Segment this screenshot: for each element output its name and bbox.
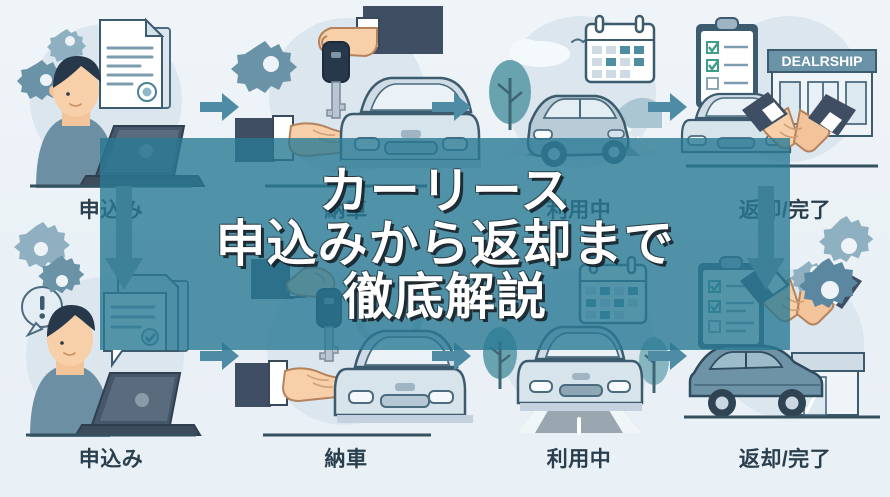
clipboard-dealership-handshake-icon: DEALRSHIP: [680, 6, 890, 188]
step-label: 申込み: [78, 448, 144, 471]
dealership-sign-text: DEALRSHIP: [782, 53, 863, 69]
arrow-right-icon: [648, 92, 688, 122]
step-label: 納車: [324, 448, 368, 471]
arrow-down-icon: [104, 186, 144, 290]
title-overlay-band: [100, 138, 790, 350]
step-label: 利用中: [546, 448, 612, 471]
gears-icon: [14, 218, 104, 308]
step-panel-return-top: DEALRSHIP: [680, 0, 890, 248]
arrow-right-icon: [432, 92, 472, 122]
gears-icon: [790, 214, 886, 308]
arrow-right-icon: [200, 92, 240, 122]
arrow-down-icon: [746, 186, 786, 290]
step-label: 返却/完了: [738, 448, 832, 471]
